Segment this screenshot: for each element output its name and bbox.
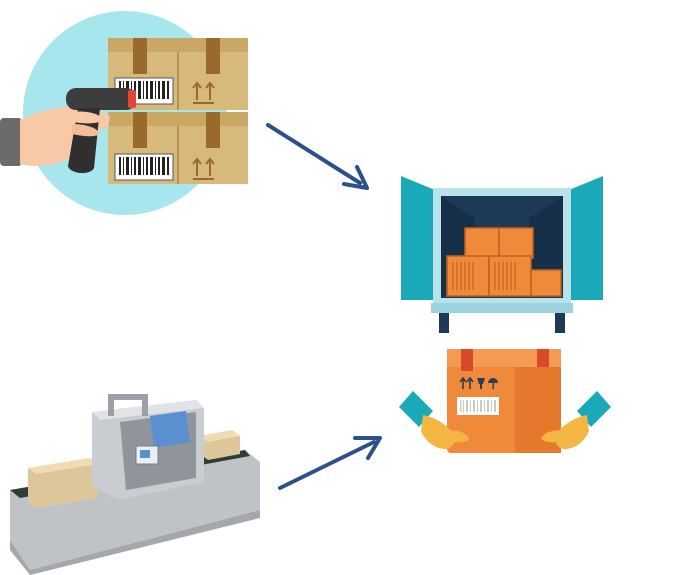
orange-boxes [446,227,562,297]
arrow-conveyor-to-handover [278,436,382,490]
cardboard-box-bottom [108,112,248,184]
package-handover-icon [395,345,615,460]
conveyor-scanner-icon [0,390,265,575]
delivery-truck-icon [395,168,610,338]
arrow-scan-to-truck [266,123,369,190]
barcode-scanner-icon [0,8,260,223]
